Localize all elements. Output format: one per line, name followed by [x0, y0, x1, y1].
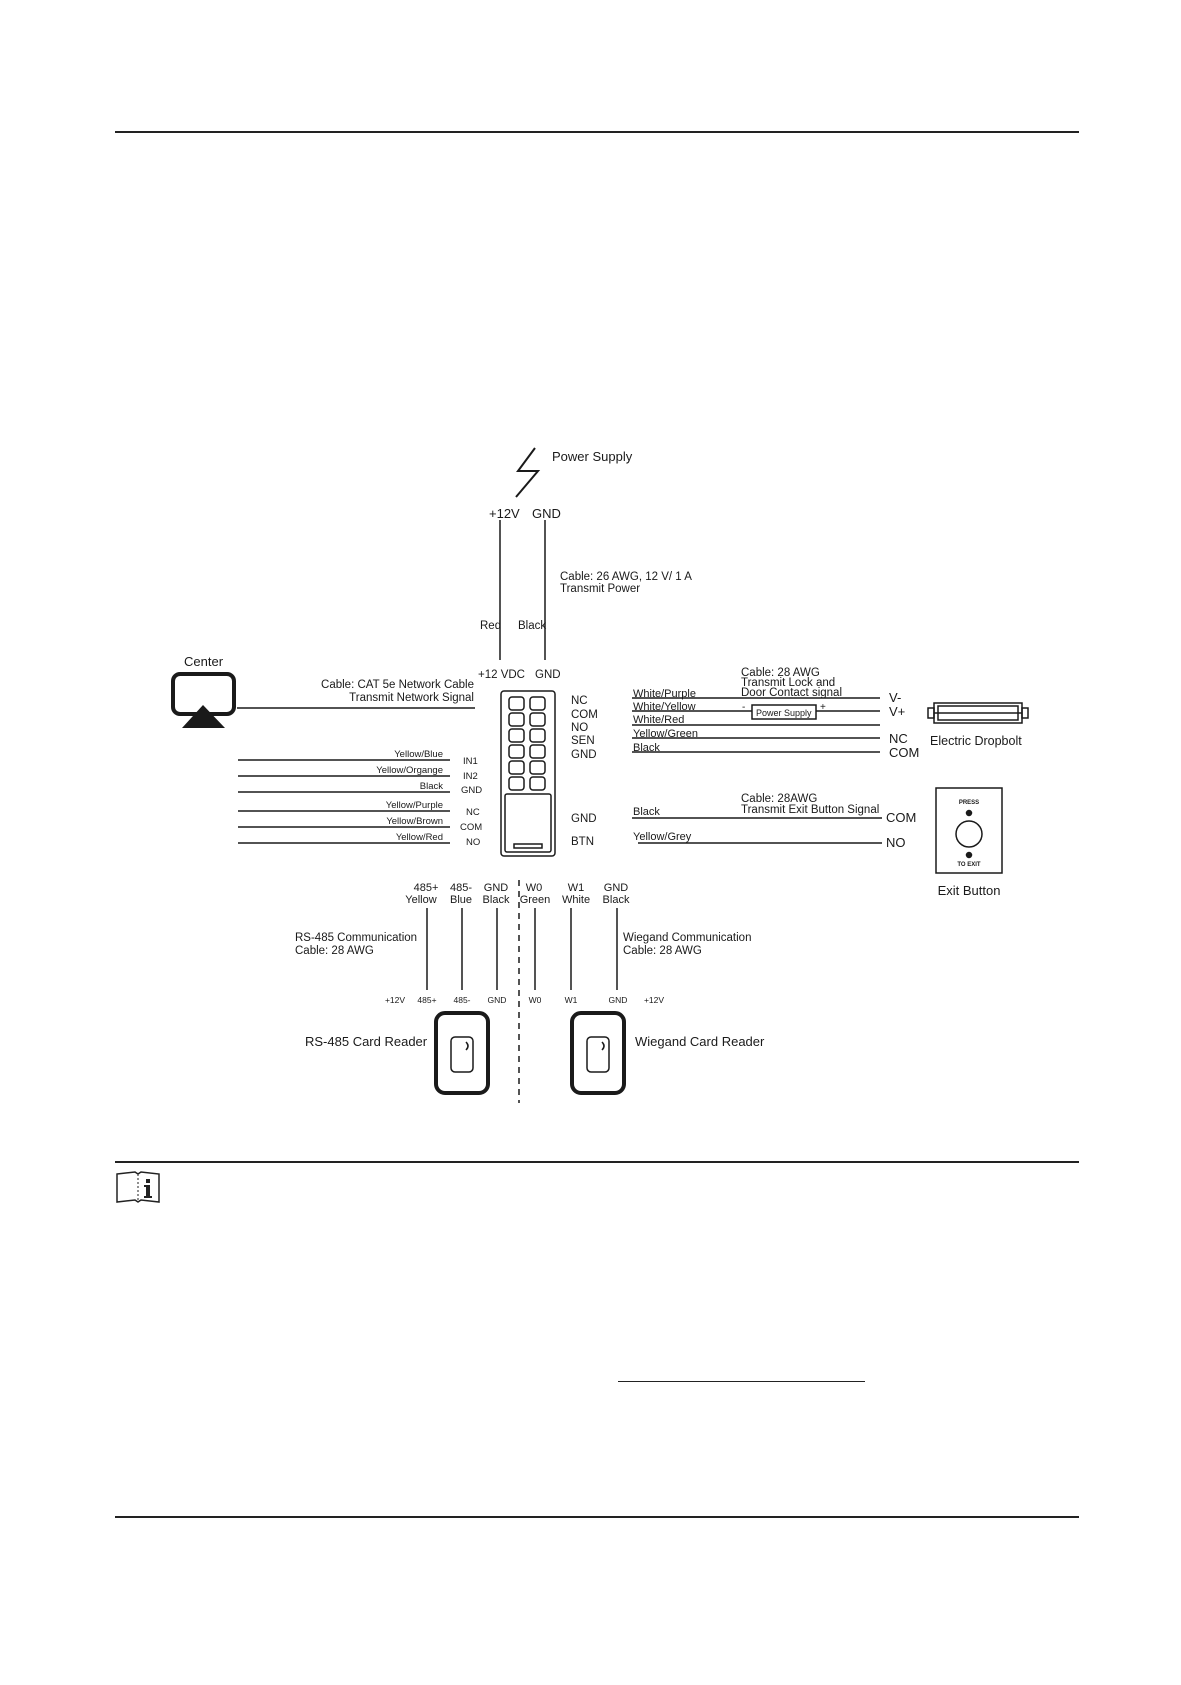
dropbolt-label: Electric Dropbolt: [930, 734, 1022, 748]
rs485-cable-line2: Cable: 28 AWG: [295, 945, 374, 957]
exit-wire-black: Black: [633, 806, 660, 818]
bt-w0: W0: [526, 882, 543, 894]
input-wire-5: Yellow/Brown: [386, 816, 443, 827]
exit-toexit: TO EXIT: [957, 862, 981, 868]
power-supply-box: [751, 704, 817, 720]
wiegand-term-w1: W1: [565, 995, 578, 1005]
bt-white: White: [562, 894, 590, 906]
gnd-label: GND: [532, 506, 561, 521]
bt-485minus: 485-: [450, 882, 472, 894]
exit-wire-yg: Yellow/Grey: [633, 831, 692, 843]
dropbolt-com: COM: [889, 745, 919, 760]
center-label: Center: [184, 654, 224, 669]
lightning-icon: [515, 447, 541, 498]
dropbolt-vplus: V+: [889, 704, 905, 719]
footer-rule: [115, 1516, 1079, 1518]
plus12v-label: +12V: [489, 506, 520, 521]
lock-cable-line2: Transmit Lock and: [741, 677, 835, 689]
note-rule: [115, 1161, 1079, 1163]
term-com-in: COM: [460, 822, 482, 833]
controller-keypad: [508, 696, 546, 791]
center-triangle: [182, 705, 225, 728]
power-supply-plus: +: [820, 702, 826, 713]
lock-wire-1: White/Purple: [633, 688, 696, 700]
input-wire-2: Yellow/Organge: [376, 765, 443, 776]
input-wire-4: Yellow/Purple: [386, 800, 443, 811]
bt-485plus: 485+: [414, 882, 439, 894]
term-gnd-top: GND: [535, 669, 561, 681]
power-cable-line2: Transmit Power: [560, 583, 640, 595]
exit-cable-line2: Transmit Exit Button Signal: [741, 804, 879, 816]
rs485-term-485minus: 485-: [453, 995, 470, 1005]
wiegand-reader-icon: [570, 1011, 626, 1095]
term-in2: IN2: [463, 771, 478, 782]
header-rule: [115, 131, 1079, 133]
lock-wire-4: Yellow/Green: [633, 728, 698, 740]
bt-gnd2: GND: [604, 882, 629, 894]
exit-com: COM: [886, 810, 916, 825]
center-cable-line2: Transmit Network Signal: [349, 692, 474, 704]
dropbolt-vminus: V-: [889, 690, 901, 705]
bt-green: Green: [520, 894, 551, 906]
exit-button-label: Exit Button: [938, 883, 1001, 898]
term-gnd: GND: [571, 749, 597, 761]
link-underline[interactable]: [618, 1381, 865, 1382]
rs485-term-12v: +12V: [385, 995, 405, 1005]
exit-cable-line1: Cable: 28AWG: [741, 793, 817, 805]
exit-no: NO: [886, 835, 906, 850]
dropbolt-nc: NC: [889, 731, 908, 746]
power-supply-title: Power Supply: [552, 449, 633, 464]
wiegand-cable-line1: Wiegand Communication: [623, 932, 751, 944]
power-cable-line1: Cable: 26 AWG, 12 V/ 1 A: [560, 571, 692, 583]
wiegand-term-w0: W0: [529, 995, 542, 1005]
electric-dropbolt-icon: [927, 702, 1029, 724]
term-sen: SEN: [571, 735, 595, 747]
wiegand-reader-label: Wiegand Card Reader: [635, 1034, 765, 1049]
rs485-term-gnd: GND: [488, 995, 507, 1005]
term-no-in: NO: [466, 837, 480, 848]
input-wire-3: Black: [420, 781, 443, 792]
bt-black2: Black: [603, 894, 630, 906]
power-supply-box-label: Power Supply: [756, 708, 812, 718]
exit-term-gnd: GND: [571, 813, 597, 825]
term-nc-in: NC: [466, 807, 480, 818]
lock-wire-5: Black: [633, 742, 660, 754]
rs485-term-485plus: 485+: [417, 995, 436, 1005]
lock-wire-3: White/Red: [633, 714, 684, 726]
term-no: NO: [571, 722, 588, 734]
wiegand-cable-line2: Cable: 28 AWG: [623, 945, 702, 957]
bt-black1: Black: [483, 894, 510, 906]
lock-wire-2: White/Yellow: [633, 701, 696, 713]
lock-cable-line1: Cable: 28 AWG: [741, 667, 820, 679]
wiegand-term-12v: +12V: [644, 995, 664, 1005]
exit-term-btn: BTN: [571, 836, 594, 848]
term-nc: NC: [571, 695, 588, 707]
input-wire-1: Yellow/Blue: [394, 749, 443, 760]
center-cable-line1: Cable: CAT 5e Network Cable: [321, 679, 474, 691]
bt-blue: Blue: [450, 894, 472, 906]
exit-button-icon: [935, 787, 1003, 874]
lock-cable-line3: Door Contact signal: [741, 687, 842, 699]
bt-gnd1: GND: [484, 882, 509, 894]
exit-press: PRESS: [959, 800, 979, 806]
term-12vdc: +12 VDC: [478, 669, 525, 681]
note-info-icon: [116, 1171, 160, 1203]
controller-card-area: [504, 793, 552, 853]
input-wire-6: Yellow/Red: [396, 832, 443, 843]
wire-black-label: Black: [518, 620, 546, 632]
rs485-reader-label: RS-485 Card Reader: [305, 1034, 428, 1049]
bt-yellow: Yellow: [405, 894, 436, 906]
rs485-cable-line1: RS-485 Communication: [295, 932, 417, 944]
term-gnd-in: GND: [461, 785, 482, 796]
wiegand-term-gnd: GND: [609, 995, 628, 1005]
rs485-reader-icon: [434, 1011, 490, 1095]
term-com: COM: [571, 709, 598, 721]
bt-w1: W1: [568, 882, 585, 894]
term-in1: IN1: [463, 756, 478, 767]
controller-body: [500, 690, 556, 857]
wire-red-label: Red: [480, 620, 501, 632]
power-supply-minus: -: [742, 702, 745, 713]
